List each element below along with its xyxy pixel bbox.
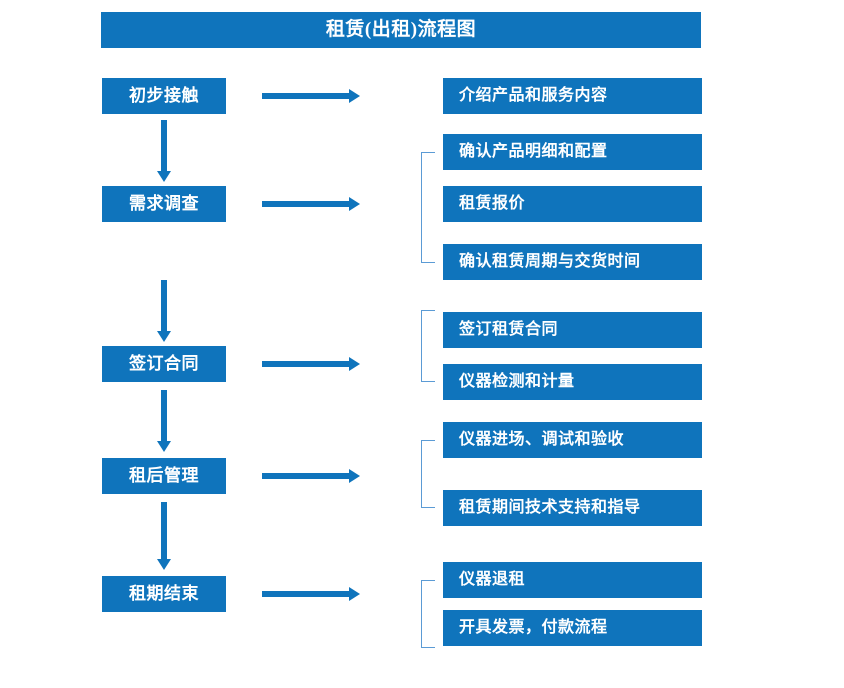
stage-box-post-rental-management[interactable]: 租后管理 — [102, 458, 226, 494]
stage-box-rental-end[interactable]: 租期结束 — [102, 576, 226, 612]
detail-box-instrument-inspection[interactable]: 仪器检测和计量 — [443, 364, 702, 400]
flowchart-title: 租赁(出租)流程图 — [101, 12, 701, 48]
detail-box-instrument-return[interactable]: 仪器退租 — [443, 562, 702, 598]
vertical-arrow-4 — [157, 502, 171, 570]
detail-box-instrument-entry-commissioning[interactable]: 仪器进场、调试和验收 — [443, 422, 702, 458]
stage-box-initial-contact[interactable]: 初步接触 — [102, 78, 226, 114]
horizontal-arrow-4 — [262, 469, 360, 483]
detail-box-invoice-payment[interactable]: 开具发票，付款流程 — [443, 610, 702, 646]
detail-box-sign-rental-contract[interactable]: 签订租赁合同 — [443, 312, 702, 348]
vertical-arrow-1 — [157, 120, 171, 182]
detail-box-confirm-rental-period[interactable]: 确认租赁周期与交货时间 — [443, 244, 702, 280]
vertical-arrow-3 — [157, 390, 171, 452]
horizontal-arrow-3 — [262, 357, 360, 371]
detail-box-rental-quotation[interactable]: 租赁报价 — [443, 186, 702, 222]
group-bracket-rental-end — [421, 580, 435, 648]
detail-box-technical-support[interactable]: 租赁期间技术支持和指导 — [443, 490, 702, 526]
group-bracket-sign-contract — [421, 310, 435, 382]
detail-box-introduce-products[interactable]: 介绍产品和服务内容 — [443, 78, 702, 114]
vertical-arrow-2 — [157, 280, 171, 342]
stage-box-demand-survey[interactable]: 需求调查 — [102, 186, 226, 222]
horizontal-arrow-5 — [262, 587, 360, 601]
group-bracket-demand-survey — [421, 152, 435, 263]
detail-box-confirm-product-details[interactable]: 确认产品明细和配置 — [443, 134, 702, 170]
stage-box-sign-contract[interactable]: 签订合同 — [102, 346, 226, 382]
horizontal-arrow-1 — [262, 89, 360, 103]
horizontal-arrow-2 — [262, 197, 360, 211]
group-bracket-post-rental-management — [421, 440, 435, 508]
